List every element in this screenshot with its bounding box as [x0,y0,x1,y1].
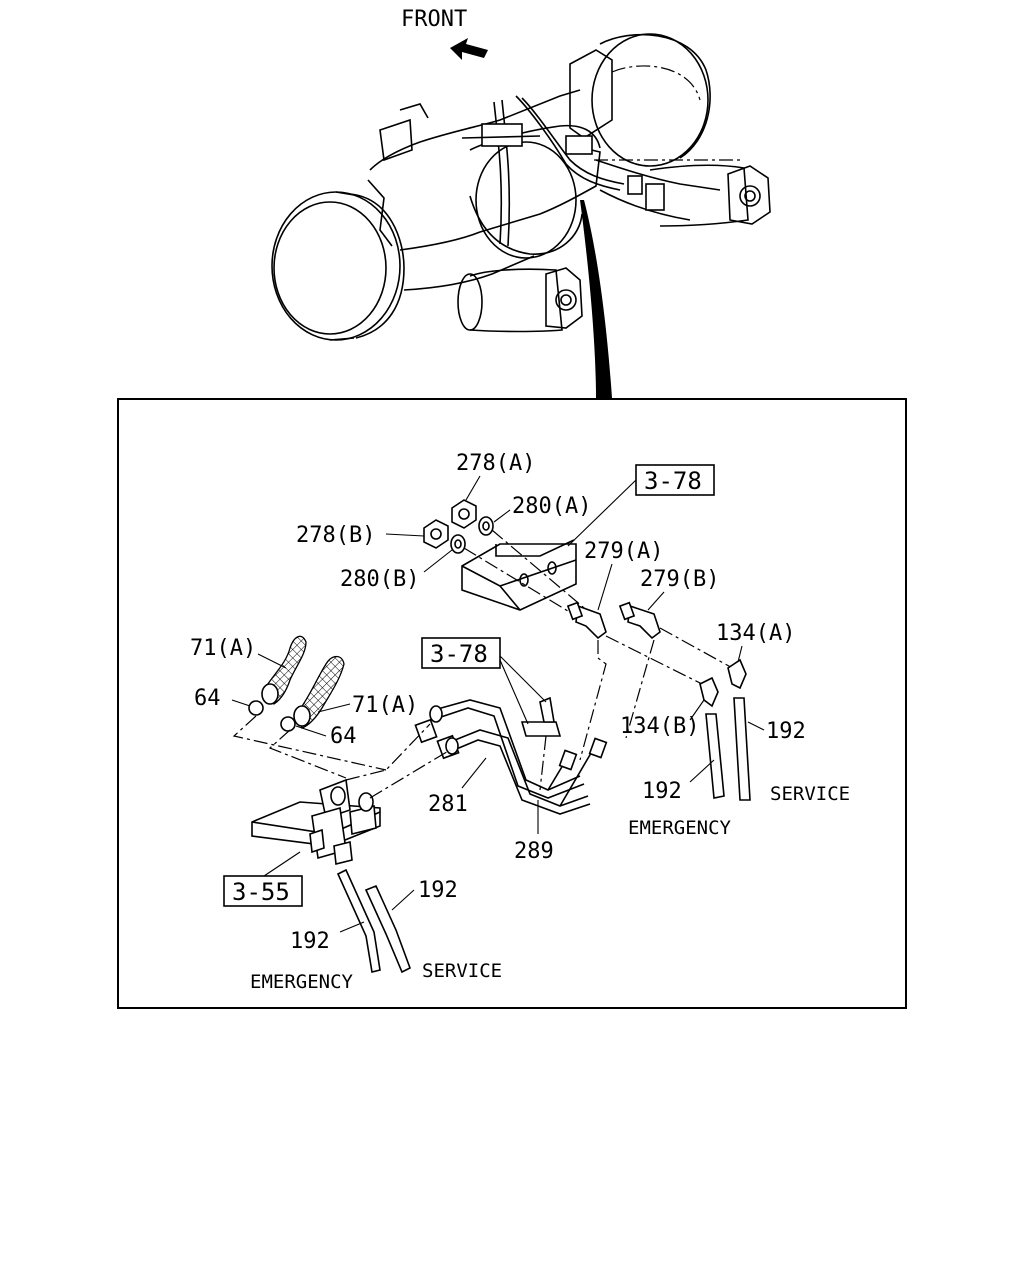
front-label: FRONT [401,7,467,32]
callout-279b: 279(B) [640,567,719,611]
label-134a: 134(A) [716,621,795,646]
callout-64-left: 64 [194,686,251,711]
pipe-281 [414,699,608,815]
label-71a-right: 71(A) [352,693,418,718]
callout-289: 289 [514,800,554,864]
label-64-right: 64 [330,724,357,749]
hose-192-service-left [364,884,411,974]
detail-frame [117,398,907,1009]
nut-278b [423,519,449,549]
callout-71a-top: 71(A) [190,636,287,669]
callout-281: 281 [428,757,487,817]
tee-fitting-279a [566,601,607,640]
detail-leader [580,200,612,398]
relay-valve-block [251,723,451,865]
callout-278a: 278(A) [456,451,535,501]
callout-280a: 280(A) [493,494,591,523]
callout-278b: 278(B) [296,523,425,548]
front-indicator: FRONT [401,7,488,60]
label-278a: 278(A) [456,451,535,476]
hose-192-emergency-right [705,713,725,799]
callout-192-lower-left: 192 [290,921,365,954]
callout-280b: 280(B) [340,549,453,592]
label-64-left: 64 [194,686,221,711]
washer-64-left [248,700,264,716]
elbow-134a [727,658,747,690]
axle-drum-left [271,191,405,341]
ref-378-top: 3-78 [644,467,702,495]
callout-192-mid: 192 [642,759,715,804]
ref-box-378-mid: 3-78 [421,637,547,725]
label-280a: 280(A) [512,494,591,519]
label-service-left: SERVICE [422,960,502,982]
label-192-right-hose: 192 [766,719,806,744]
label-280b: 280(B) [340,567,419,592]
brake-chamber-right [627,164,771,227]
label-192-lower-right: 192 [418,878,458,903]
label-278b: 278(B) [296,523,375,548]
label-service-right: SERVICE [770,783,850,805]
label-279b: 279(B) [640,567,719,592]
axle-air-lines [461,95,625,247]
hose-71a-upper [261,635,307,705]
callout-279a: 279(A) [584,539,663,611]
hose-192-emergency-left [336,868,381,973]
callout-64-right: 64 [295,724,357,749]
washer-64-right [280,716,296,732]
ref-box-355: 3-55 [223,851,303,907]
ref-box-378-top: 3-78 [567,464,715,547]
front-arrow-icon [450,38,488,60]
label-192-mid: 192 [642,779,682,804]
nut-278a [451,499,477,529]
tee-fitting-279b [618,601,661,640]
label-281: 281 [428,792,468,817]
label-71a-top: 71(A) [190,636,256,661]
callout-134a: 134(A) [716,621,795,663]
clip-assembly [520,696,562,791]
washer-280a [478,516,494,536]
washer-280b [450,534,466,554]
label-emergency-right: EMERGENCY [628,817,732,839]
label-289: 289 [514,839,554,864]
ref-355: 3-55 [232,878,290,906]
rear-axle-illustration [271,33,771,398]
callout-192-lower-right: 192 [391,878,458,911]
label-192-lower-left: 192 [290,929,330,954]
ref-378-mid: 3-78 [430,640,488,668]
elbow-134b [699,676,719,708]
axle-housing [367,49,740,291]
callout-192-right-hose: 192 [747,719,806,744]
label-134b: 134(B) [620,714,699,739]
callout-134b: 134(B) [620,699,705,739]
brake-chamber-left [457,267,583,333]
callout-71a-right: 71(A) [317,693,418,718]
bracket-assembly [423,499,605,627]
label-279a: 279(A) [584,539,663,564]
hose-192-service-right [733,697,751,801]
axle-drum-right [591,33,711,167]
hose-71a-lower [293,655,345,729]
label-emergency-left: EMERGENCY [250,971,354,993]
